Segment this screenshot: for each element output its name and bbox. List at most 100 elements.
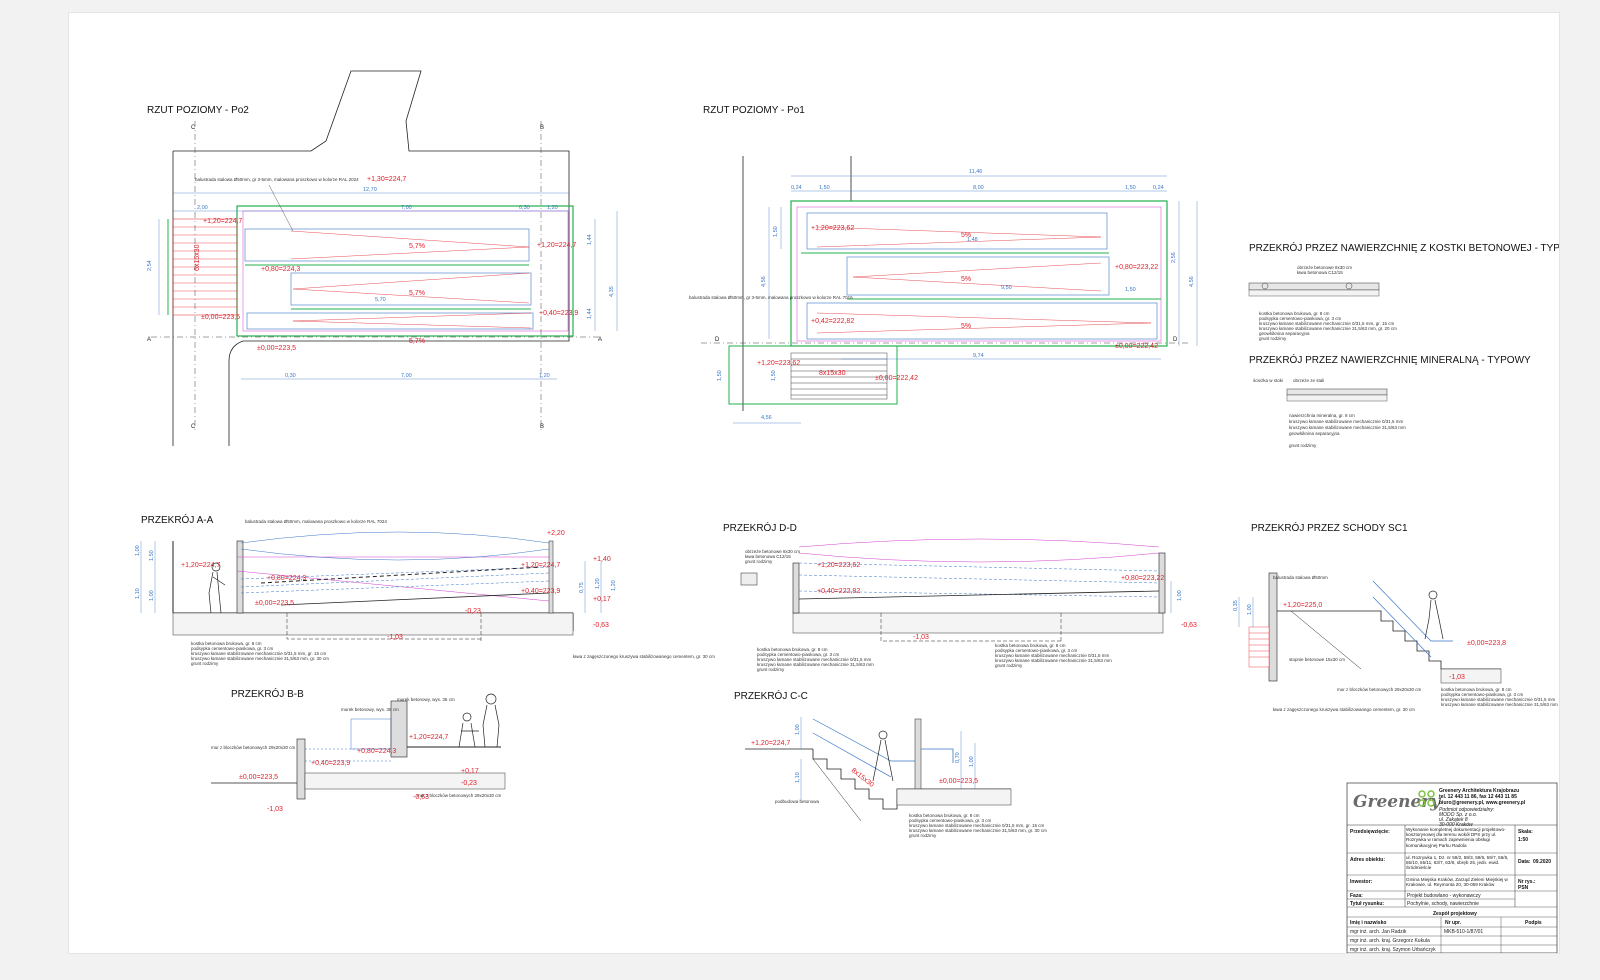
plan-po2-dim-5: 1,20 [547, 205, 558, 211]
dd-layer-5: grunt rodzimy [757, 667, 785, 672]
bb-label-4: mur z bloczków betonowych 29x20x30 cm [417, 793, 502, 798]
mineral-layer-3: nawierzchnia mineralna, gr. 8 cm [1289, 413, 1355, 418]
plan-po1-dim-lines [733, 175, 1198, 424]
kostka-layer-3: kostka betonowa brukowa, gr. 8 cm [1259, 311, 1330, 316]
detail-kostka: PRZEKRÓJ PRZEZ NAWIERZCHNIĘ Z KOSTKI BET… [1248, 241, 1559, 341]
plan-po2-level-7: +0,40=223,9 [539, 310, 578, 317]
sc1-layer-3: kruszywo łamane stabilizowane mechaniczn… [1441, 697, 1556, 702]
drawing-sheet: RZUT POZIOMY - Po2 6x15x30 C C B B A A [68, 12, 1560, 954]
plan-po1-level-5: ±0,00=222,42 [875, 375, 918, 382]
dd-layer-r2: podsypka cementowo-piaskowa, gr. 3 cm [995, 648, 1078, 653]
tb-row4-key: Faza: [1350, 893, 1363, 899]
tb-row5-key: Tytuł rysunku: [1350, 901, 1384, 907]
plan-po1-dim-11: 9,50 [1001, 285, 1012, 291]
plan-po2-note-leader [268, 184, 294, 232]
dd-layer-2: podsypka cementowo-piaskowa, gr. 3 cm [757, 652, 840, 657]
title-block-logo: Greenery [1353, 792, 1441, 812]
aa-level-9: +0,17 [593, 596, 611, 603]
plan-po2-mark-c-top: C [191, 125, 196, 131]
dd-left-3: grunt rodzimy [745, 559, 773, 564]
plan-po1-lane-1 [806, 212, 1108, 250]
plan-po1-dim-1: 11,46 [969, 169, 982, 175]
plan-po2-dim-6: 7,00 [401, 373, 412, 379]
sc1-base: ława z zagęszczonego kruszywa stabilizow… [1273, 707, 1415, 712]
plan-po2-dim-13: 5,70 [375, 297, 386, 303]
tb-row4-value: Projekt budowlano - wykonawczy [1407, 893, 1481, 899]
aa-note: balustrada stalowa Ø50mm, malowana prosz… [245, 519, 387, 524]
mineral-layer-2: obrzeże ze stali [1293, 378, 1324, 383]
section-cc-dims [800, 717, 976, 801]
plan-po2-dim-12: 1,44 [587, 308, 593, 319]
section-bb-people [458, 693, 500, 748]
plan-po1-dim-3: 1,50 [819, 185, 830, 191]
tb-team-3-name: mgr inż. arch. kraj. Szymon Urbańczyk [1350, 947, 1436, 953]
tb-row3-value: Gmina Miejska Kraków, Zarząd Zieleni Mie… [1406, 877, 1508, 888]
bb-level-3: +0,40=223,9 [311, 760, 350, 767]
dd-layer-r5: grunt rodzimy [995, 663, 1023, 668]
tb-row3-x: Nr rys.: [1518, 879, 1536, 885]
plan-po1-stairs-label: 8x15x30 [819, 370, 846, 377]
bb-level-6: -0,23 [461, 780, 477, 787]
aa-dim-2: 1,50 [149, 550, 155, 561]
cc-layer-5: grunt rodzimy [909, 833, 937, 838]
section-sc1: PRZEKRÓJ PRZEZ SCHODY SC1 0,35 1,00 +1,2… [1233, 521, 1558, 712]
bb-label-1: murek betonowy, wys. 35 cm [341, 707, 399, 712]
plan-po2-outline [173, 70, 570, 446]
sc1-dim-2: 1,00 [1247, 604, 1253, 615]
bb-level-5: +0,17 [461, 768, 479, 775]
plan-po2-slope-3: 5,7% [409, 338, 425, 345]
bb-level-1: +1,20=224,7 [409, 734, 448, 741]
plan-po2-dim-4: 0,30 [519, 205, 530, 211]
section-bb: PRZEKRÓJ B-B +1,20=224,7 +0,80=224,3 +0,… [211, 687, 506, 813]
sc1-level-1: +1,20=225,0 [1283, 602, 1322, 609]
cc-layer-4: kruszywo łamane stabilizowane mechaniczn… [909, 828, 1047, 833]
plan-po2-dim-3: 7,00 [401, 205, 412, 211]
cc-level-2: ±0,00=223,5 [939, 778, 978, 785]
aa-level-4: +1,20=224,7 [521, 562, 560, 569]
plan-po1-ramp-outline [790, 200, 1168, 347]
section-cc-person [872, 730, 894, 782]
plan-po2-dim-11: 4,35 [609, 286, 615, 297]
plan-po1-mark-d-left: D [715, 337, 720, 343]
aa-dim-7: 1,20 [611, 580, 617, 591]
kostka-layer-5: kruszywo łamane stabilizowane mechaniczn… [1259, 321, 1395, 326]
plan-po1-dim-17: 1,50 [717, 370, 723, 381]
plan-po1-dim-8: 1,50 [773, 226, 779, 237]
dd-level-5: -0,63 [1181, 622, 1197, 629]
dd-left-2: ława betonowa C12/15 [745, 554, 791, 559]
kostka-layer-6: kruszywo łamane stabilizowane mechaniczn… [1259, 326, 1397, 331]
aa-level-10: -1,03 [387, 634, 403, 641]
dd-left-1: obrzeże betonowe 8x30 cm [745, 549, 800, 554]
tb-row1-y: 1:50 [1518, 837, 1528, 843]
tb-team-1-name: mgr inż. arch. Jan Radzik [1350, 929, 1407, 935]
title-section-cc: PRZEKRÓJ C-C [734, 689, 808, 702]
tb-team-1-lic: MKB-510-1/87/01 [1444, 929, 1483, 935]
plan-po2-slope-1: 5,7% [409, 243, 425, 250]
plan-po2-stairs-label: 6x15x30 [194, 244, 201, 271]
sc1-level-3: -1,03 [1449, 674, 1465, 681]
plan-po2-level-4: +0,80=224,3 [261, 266, 300, 273]
title-block-sub2: MODO Sp. z o.o. [1439, 812, 1477, 818]
plan-po2-mark-a-left: A [147, 337, 151, 343]
dd-layer-r3: kruszywo łamane stabilizowane mechaniczn… [995, 653, 1110, 658]
tb-team-2-name: mgr inż. arch. kraj. Grzegorz Kukula [1350, 938, 1430, 944]
plan-po1-dim-13: 1,50 [1125, 287, 1136, 293]
dd-dim-1: 1,00 [1177, 590, 1183, 601]
kostka-layer-2: ława betonowa C12/15 [1297, 270, 1343, 275]
aa-level-11: -0,63 [593, 622, 609, 629]
dd-layer-3: kruszywo łamane stabilizowane mechaniczn… [757, 657, 872, 662]
plan-po2-mark-a-right: A [598, 337, 602, 343]
plan-po1-dim-14: 9,74 [973, 353, 984, 359]
aa-level-3: +1,20=224,7 [181, 562, 220, 569]
bb-label-3: mur z bloczków betonowych 29x20x30 cm [211, 745, 296, 750]
plan-po2-slope-arrows [290, 230, 532, 329]
plan-po1-dim-10: 2,56 [1171, 252, 1177, 263]
plan-po2-dim-8: 1,20 [539, 373, 550, 379]
title-section-aa: PRZEKRÓJ A-A [141, 513, 214, 526]
dd-layer-r1: kostka betonowa brukowa, gr. 8 cm [995, 643, 1066, 648]
plan-po1-level-2: +0,80=223,22 [1115, 264, 1158, 271]
plan-po2-level-2: +1,20=224,7 [203, 218, 242, 225]
plan-po1-slope-arrows [816, 226, 1152, 334]
sc1-level-2: ±0,00=223,8 [1467, 640, 1506, 647]
title-block-sub3: ul. Zakątek 8 [1439, 817, 1468, 823]
